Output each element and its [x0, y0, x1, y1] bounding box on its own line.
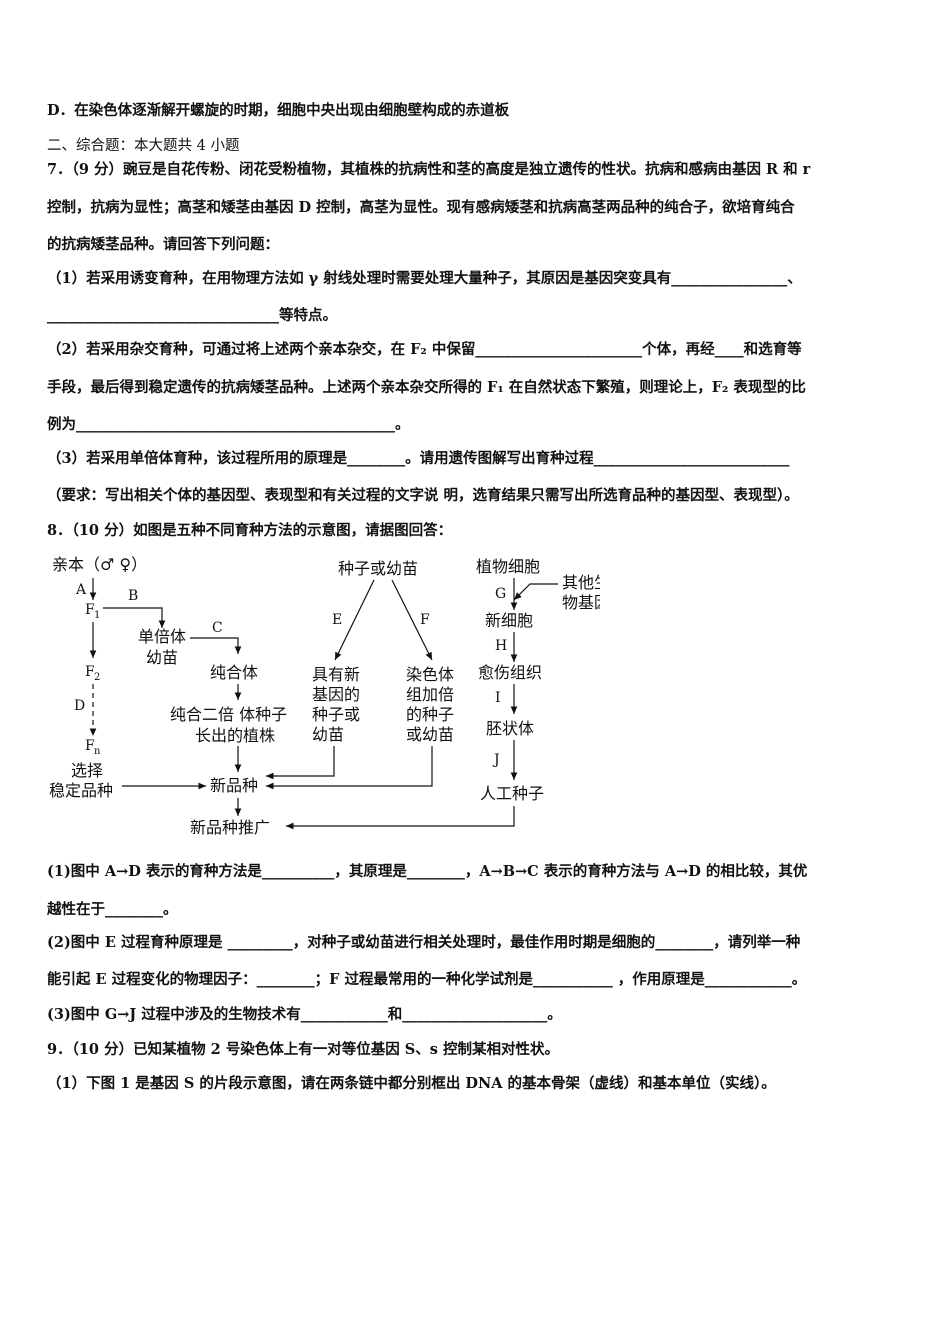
chrom-label-3: 的种子: [406, 705, 454, 724]
haploid-label-1: 单倍体: [138, 627, 186, 646]
line-13: 8．（10 分）如图是五种不同育种方法的示意图，请据图回答：: [47, 522, 453, 539]
other-gene-label-1: 其他生: [562, 573, 600, 592]
line-18: (3)图中 G→J 过程中涉及的生物技术有____________和______…: [47, 1006, 562, 1023]
artificial-seed-label: 人工种子: [480, 784, 544, 803]
parent-label: 亲本（♂ ♀）: [52, 555, 147, 574]
select-label-2: 稳定品种: [49, 781, 113, 800]
label-Fn: F: [85, 738, 95, 754]
line-11: （3）若采用单倍体育种，该过程所用的原理是________。请用遗传图解写出育种…: [47, 450, 790, 467]
breeding-methods-diagram: 亲本（♂ ♀） A F 1 B F 2 D F n 选择 稳定品种 单倍体 幼苗…: [49, 555, 600, 837]
label-A: A: [75, 582, 87, 598]
label-J: J: [492, 752, 500, 768]
line-10: 例为______________________________________…: [47, 416, 410, 433]
label-F: F: [420, 612, 430, 628]
label-F1-sub: 1: [94, 610, 100, 621]
section-heading: 二、综合题：本大题共 4 小题: [47, 138, 240, 154]
label-C: C: [212, 620, 223, 636]
select-label-1: 选择: [71, 761, 103, 780]
diploid-label-1: 纯合二倍 体种子: [170, 705, 287, 724]
label-F2: F: [85, 664, 95, 680]
line-15: 越性在于________。: [47, 901, 178, 918]
line-9: 手段，最后得到稳定遗传的抗病矮茎品种。上述两个亲本杂交所得的 F₁ 在自然状态下…: [47, 379, 806, 396]
newgene-label-3: 种子或: [312, 705, 360, 724]
chrom-label-1: 染色体: [406, 665, 454, 684]
label-H: H: [495, 638, 507, 654]
line-6: （1）若采用诱变育种，在用物理方法如 γ 射线处理时需要处理大量种子，其原因是基…: [47, 270, 802, 287]
arrow-other-gene: [513, 583, 558, 601]
newgene-label-2: 基因的: [312, 685, 360, 704]
line-8: （2）若采用杂交育种，可通过将上述两个亲本杂交，在 F₂ 中保留________…: [47, 341, 802, 358]
new-cell-label: 新细胞: [485, 611, 533, 630]
arrow-newgene-new: [266, 746, 335, 780]
line-7: ________________________________等特点。: [47, 307, 337, 324]
label-I: I: [495, 690, 501, 706]
pure-label: 纯合体: [210, 663, 258, 682]
line-20: （1）下图 1 是基因 S 的片段示意图，请在两条链中都分别框出 DNA 的基本…: [47, 1075, 776, 1092]
line-3: 7．（9 分）豌豆是自花传粉、闭花受粉植物，其植株的抗病性和茎的高度是独立遗传的…: [47, 161, 811, 178]
line-1: D．在染色体逐渐解开螺旋的时期，细胞中央出现由细胞壁构成的赤道板: [47, 102, 510, 119]
line-12: （要求：写出相关个体的基因型、表现型和有关过程的文字说 明，选育结果只需写出所选…: [47, 487, 799, 504]
line-14: (1)图中 A→D 表示的育种方法是__________，其原理是_______…: [47, 863, 808, 880]
promote-label: 新品种推广: [190, 818, 270, 837]
seed-top-label: 种子或幼苗: [338, 559, 418, 578]
other-gene-label-2: 物基因: [562, 593, 600, 612]
label-E: E: [332, 612, 342, 628]
label-Fn-sub: n: [94, 746, 101, 757]
label-F2-sub: 2: [94, 672, 100, 683]
new-variety-label: 新品种: [210, 776, 258, 795]
chrom-label-4: 或幼苗: [406, 725, 454, 744]
callus-label: 愈伤组织: [478, 663, 542, 682]
haploid-label-2: 幼苗: [146, 648, 178, 667]
label-F1: F: [85, 602, 95, 618]
line-5: 的抗病矮茎品种。请回答下列问题：: [47, 236, 279, 253]
newgene-label-1: 具有新: [312, 665, 360, 684]
line-17: 能引起 E 过程变化的物理因子：________；F 过程最常用的一种化学试剂是…: [47, 971, 807, 988]
line-4: 控制，抗病为显性；高茎和矮茎由基因 D 控制，高茎为显性。现有感病矮茎和抗病高茎…: [47, 199, 795, 216]
embryoid-label: 胚状体: [486, 719, 534, 738]
arrow-E: [334, 579, 375, 661]
arrow-C: [190, 637, 242, 654]
plant-cell-label: 植物细胞: [476, 557, 540, 576]
arrow-F: [391, 579, 433, 661]
line-16: (2)图中 E 过程育种原理是 _________，对种子或幼苗进行相关处理时，…: [47, 934, 801, 951]
diploid-label-2: 长出的植株: [195, 726, 275, 745]
arrow-chrom-new: [266, 746, 433, 790]
label-B: B: [128, 588, 138, 604]
line-19: 9．（10 分）已知某植物 2 号染色体上有一对等位基因 S、s 控制某相对性状…: [47, 1041, 559, 1058]
arrow-artificial-promote: [286, 806, 515, 830]
label-G: G: [495, 586, 506, 602]
label-D: D: [74, 698, 85, 714]
newgene-label-4: 幼苗: [312, 725, 344, 744]
chrom-label-2: 组加倍: [406, 685, 454, 704]
arrow-B: [103, 607, 166, 628]
